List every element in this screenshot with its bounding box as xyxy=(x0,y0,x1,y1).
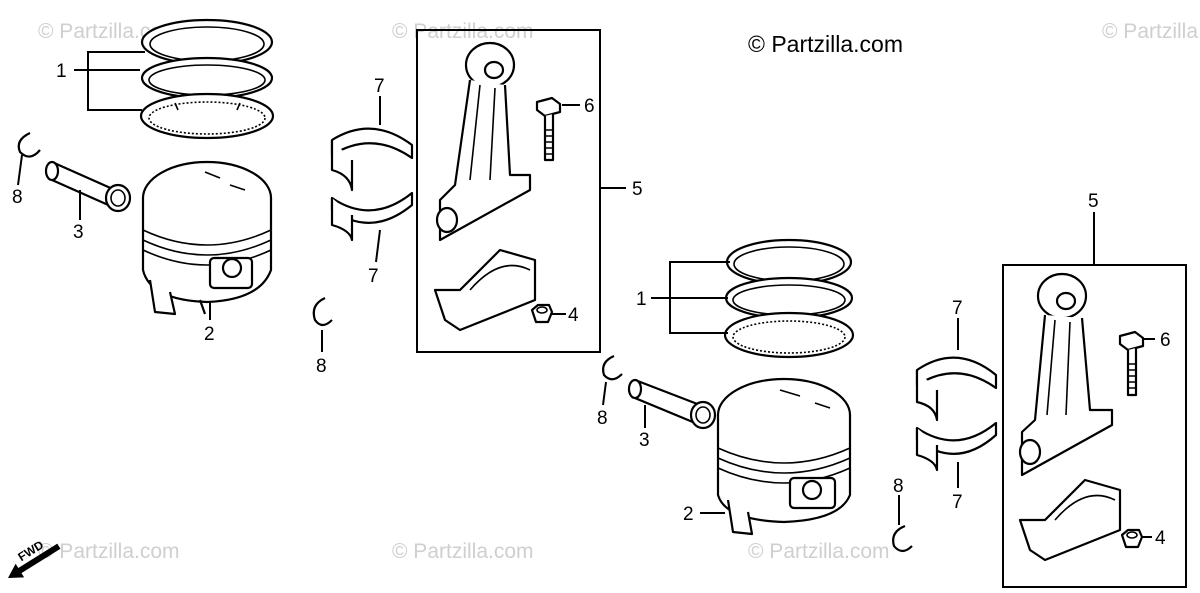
bolt-left xyxy=(535,96,562,162)
clip-left-bottom xyxy=(312,297,333,327)
nut-left xyxy=(530,303,554,324)
bearing-shells-left xyxy=(330,127,414,242)
callout-right-8-bottom: 8 xyxy=(893,476,904,497)
callout-right-4: 4 xyxy=(1155,528,1166,549)
bolt-right xyxy=(1118,330,1145,397)
callout-labels: 1 8 3 2 7 7 8 6 5 4 1 8 3 2 7 7 8 5 6 4 xyxy=(12,61,1171,549)
watermark-bottom-right: © Partzilla.com xyxy=(748,540,890,563)
left-assembly xyxy=(17,18,601,353)
callout-right-2: 2 xyxy=(683,504,694,525)
connecting-rod-left xyxy=(433,41,537,332)
callout-left-1: 1 xyxy=(56,61,67,82)
piston-pin-right xyxy=(627,378,717,430)
leader-lines xyxy=(17,51,1155,538)
clip-right-top xyxy=(602,354,623,381)
callout-right-7-top: 7 xyxy=(952,298,963,319)
watermark-top-center: © Partzilla.com xyxy=(392,20,534,43)
piston-rings-right xyxy=(723,238,855,359)
connecting-rod-right xyxy=(1018,272,1122,562)
callout-left-8-bottom: 8 xyxy=(316,356,327,377)
bearing-shells-right xyxy=(915,356,998,472)
connecting-rod-box-left xyxy=(416,29,601,353)
piston-right xyxy=(716,377,852,536)
callout-right-5: 5 xyxy=(1088,191,1099,212)
right-assembly xyxy=(602,238,1187,588)
callout-left-2: 2 xyxy=(204,324,215,345)
callout-right-8-top: 8 xyxy=(597,408,608,429)
clip-right-bottom xyxy=(892,524,913,553)
watermark-bottom-center: © Partzilla.com xyxy=(392,540,534,563)
callout-right-6: 6 xyxy=(1160,330,1171,351)
callout-left-7-bottom: 7 xyxy=(368,266,379,287)
callout-left-7-top: 7 xyxy=(374,76,385,97)
watermarks: © Partzilla.com © Partzilla.com © Partzi… xyxy=(38,20,1200,563)
callout-left-8-top: 8 xyxy=(12,187,23,208)
callout-left-6: 6 xyxy=(584,96,595,117)
callout-left-3: 3 xyxy=(73,222,84,243)
callout-right-7-bottom: 7 xyxy=(952,492,963,513)
callout-left-4: 4 xyxy=(568,305,579,326)
piston-left xyxy=(141,160,273,316)
nut-right xyxy=(1120,528,1144,549)
clip-left-top xyxy=(17,132,41,158)
piston-pin-left xyxy=(44,160,132,213)
copyright-text: © Partzilla.com xyxy=(748,31,903,57)
piston-rings-left xyxy=(139,18,275,140)
callout-right-1: 1 xyxy=(636,289,647,310)
callout-right-3: 3 xyxy=(639,430,650,451)
watermark-bottom-left: © Partzilla.com xyxy=(38,540,180,563)
callout-left-5: 5 xyxy=(632,179,643,200)
watermark-top-right: © Partzilla.com xyxy=(1102,20,1200,43)
fwd-arrow-icon xyxy=(8,543,61,578)
